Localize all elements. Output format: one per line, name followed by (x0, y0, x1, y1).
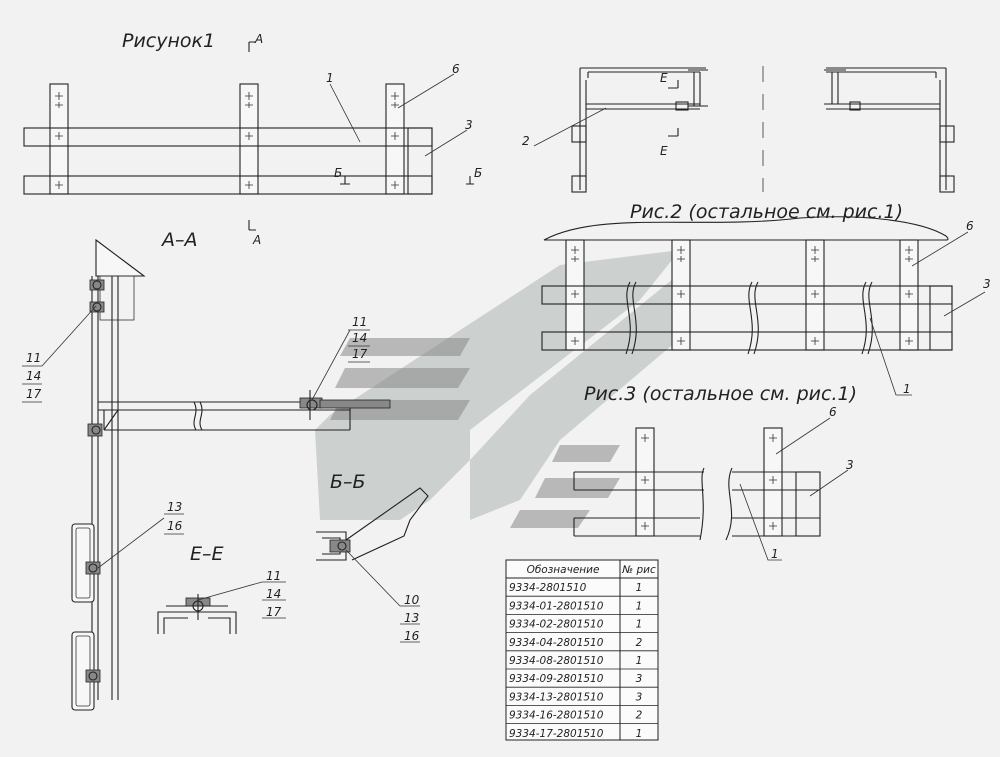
svg-text:Е: Е (660, 144, 668, 158)
fig3-frame (573, 427, 821, 541)
fig2-callouts: 6 3 1 (869, 219, 991, 396)
svg-text:11: 11 (352, 315, 367, 329)
section-ee-title: Е–Е (190, 543, 224, 565)
table-cell-figure: 1 (636, 655, 643, 667)
svg-text:17: 17 (26, 387, 42, 401)
svg-text:17: 17 (266, 605, 282, 619)
table-cell-designation: 9334-09-2801510 (509, 673, 604, 685)
svg-text:Е: Е (660, 71, 668, 85)
table-cell-figure: 1 (636, 582, 643, 594)
section-bb-title: Б–Б (330, 471, 366, 493)
svg-text:1: 1 (903, 382, 911, 396)
table-cell-designation: 9334-01-2801510 (509, 600, 604, 612)
top-right-callout-2: 2 (522, 107, 607, 148)
svg-text:10: 10 (404, 593, 420, 607)
svg-text:Б: Б (334, 166, 342, 180)
section-ee-drawing (157, 594, 237, 634)
table-cell-designation: 9334-08-2801510 (509, 655, 604, 667)
svg-text:3: 3 (846, 458, 854, 472)
svg-text:16: 16 (167, 519, 183, 533)
section-aa-callouts: 11 14 17 11 14 17 13 16 (22, 305, 370, 569)
fig3-callouts: 6 3 1 (739, 405, 854, 561)
svg-text:14: 14 (26, 369, 41, 383)
svg-text:6: 6 (966, 219, 974, 233)
svg-text:А: А (252, 233, 261, 247)
table-header-designation: Обозначение (527, 564, 600, 576)
table-cell-figure: 1 (636, 728, 643, 740)
fig1-frame (23, 83, 433, 195)
section-bb-callouts: 10 13 16 (345, 549, 420, 643)
top-right-plan (571, 66, 955, 193)
section-aa-drawing (71, 238, 391, 711)
fig2-frame (541, 216, 953, 355)
svg-text:13: 13 (167, 500, 182, 514)
svg-text:1: 1 (326, 71, 334, 85)
svg-text:14: 14 (266, 587, 281, 601)
svg-text:6: 6 (829, 405, 837, 419)
svg-text:17: 17 (352, 347, 368, 361)
fig2-title: Рис.2 (остальное см. рис.1) (630, 201, 903, 223)
section-arrow-e: Е Е (660, 71, 679, 158)
table-cell-designation: 9334-02-2801510 (509, 619, 604, 631)
table-header-figure: № рис (621, 564, 656, 576)
section-arrow-a-top: А (248, 32, 263, 52)
section-arrow-a-bottom: А (248, 220, 261, 247)
table-cell-figure: 3 (636, 691, 643, 703)
svg-text:11: 11 (26, 351, 41, 365)
svg-text:11: 11 (266, 569, 281, 583)
svg-text:3: 3 (983, 277, 991, 291)
watermark-logo (315, 250, 690, 528)
svg-text:А: А (254, 32, 263, 46)
svg-text:Б: Б (474, 166, 482, 180)
table-cell-figure: 3 (636, 673, 643, 685)
designation-table: Обозначение № рис 9334-2801510 1 9334-01-2… (505, 559, 659, 741)
table-cell-designation: 9334-17-2801510 (509, 728, 604, 740)
section-aa-title: А–А (160, 229, 198, 251)
table-cell-figure: 1 (636, 600, 643, 612)
table-cell-designation: 9334-04-2801510 (509, 637, 604, 649)
fig1-title: Рисунок1 (122, 30, 215, 52)
svg-text:3: 3 (465, 118, 473, 132)
table-cell-figure: 2 (636, 637, 643, 649)
section-bb-drawing (316, 487, 429, 561)
svg-text:13: 13 (404, 611, 419, 625)
svg-text:14: 14 (352, 331, 367, 345)
section-ee-callouts: 11 14 17 (197, 569, 286, 619)
fig1-callouts: 1 6 3 (326, 62, 473, 157)
table-cell-designation: 9334-16-2801510 (509, 710, 604, 722)
svg-text:1: 1 (771, 547, 779, 561)
table-cell-figure: 2 (636, 710, 643, 722)
fig3-title: Рис.3 (остальное см. рис.1) (584, 383, 857, 405)
section-arrow-b: Б Б (334, 166, 482, 185)
svg-text:16: 16 (404, 629, 420, 643)
svg-text:2: 2 (522, 134, 530, 148)
svg-text:6: 6 (452, 62, 460, 76)
table-cell-designation: 9334-13-2801510 (509, 691, 604, 703)
table-cell-figure: 1 (636, 619, 643, 631)
table-cell-designation: 9334-2801510 (509, 582, 587, 594)
